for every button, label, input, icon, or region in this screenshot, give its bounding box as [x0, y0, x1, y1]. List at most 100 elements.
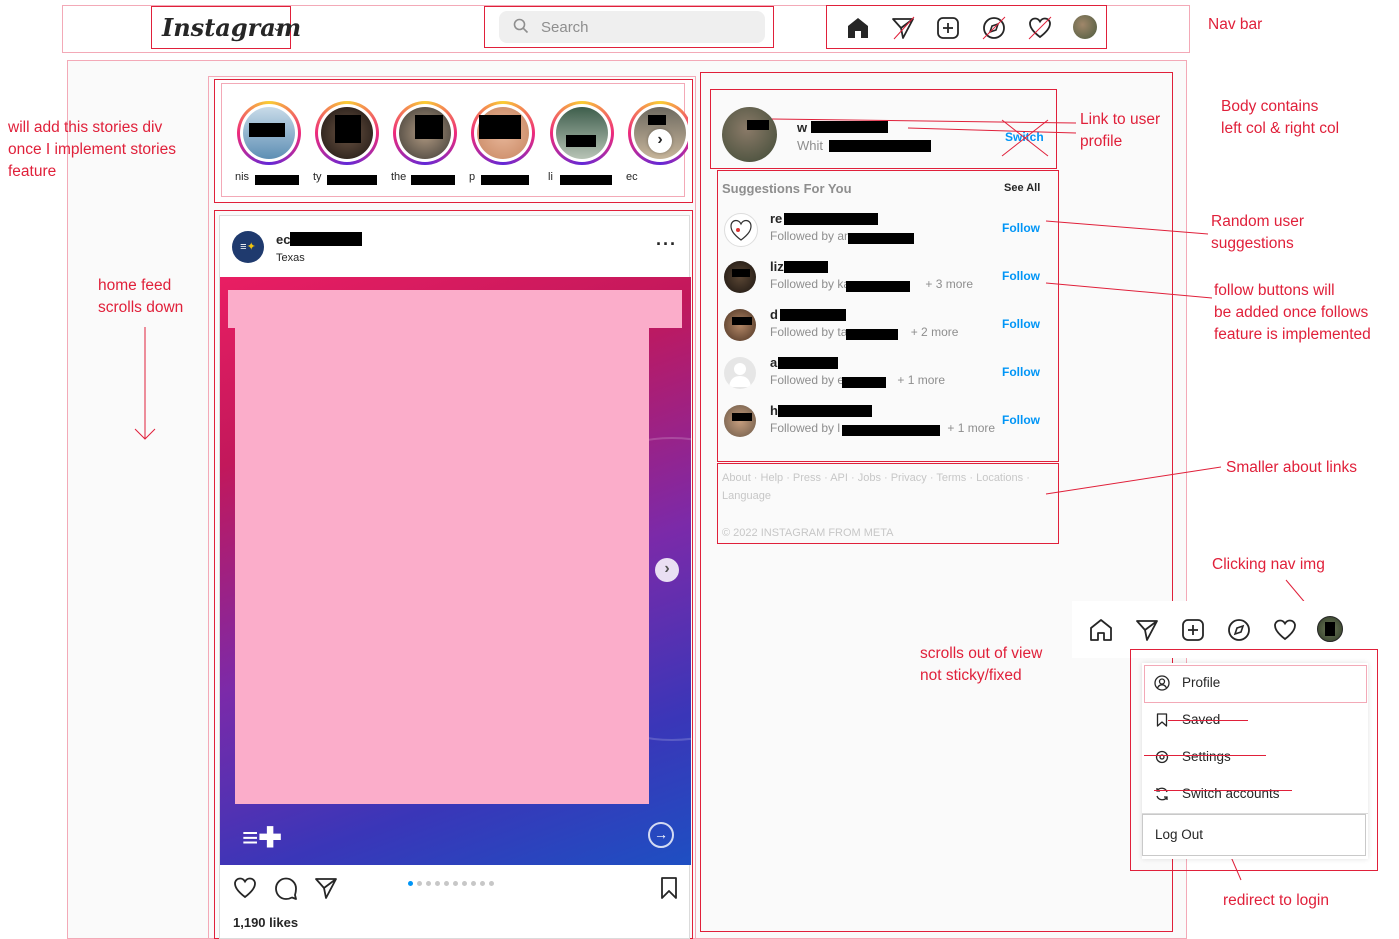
brand-logo-icon: ≡✚: [242, 822, 282, 853]
follow-button[interactable]: Follow: [1002, 221, 1040, 235]
post-username[interactable]: ec: [276, 232, 291, 247]
settings-gear-icon: [1154, 749, 1170, 765]
comment-icon[interactable]: [273, 875, 299, 901]
dropdown-label: Saved: [1182, 712, 1221, 727]
activity-heart-icon[interactable]: [1272, 617, 1298, 643]
save-bookmark-icon[interactable]: [656, 875, 682, 901]
suggestion-avatar[interactable]: [724, 261, 756, 293]
copyright: © 2022 INSTAGRAM FROM META: [722, 527, 894, 539]
dropdown-item-settings[interactable]: Settings: [1144, 741, 1366, 775]
suggestion-username[interactable]: d: [770, 307, 778, 322]
dropdown-item-profile[interactable]: Profile: [1144, 667, 1366, 701]
post-likes[interactable]: 1,190 likes: [233, 915, 299, 930]
annotation-link-profile: Link to user profile: [1080, 111, 1161, 150]
profile-avatar[interactable]: [1073, 15, 1097, 39]
follow-button[interactable]: Follow: [1002, 365, 1040, 379]
see-all-link[interactable]: See All: [1004, 182, 1041, 194]
story-item[interactable]: the: [391, 101, 461, 191]
suggestion-followed-by: Followed by ka + 3 more: [770, 277, 974, 291]
more-options-icon[interactable]: ···: [656, 234, 677, 254]
search-icon: [513, 18, 529, 39]
suggestion-followed-by: Followed by ta + 2 more: [770, 325, 959, 339]
media-redaction: [235, 325, 649, 804]
annotation-body: Body contains left col & right col: [1221, 98, 1340, 137]
suggestion-username[interactable]: h: [770, 403, 778, 418]
suggestion-avatar[interactable]: [724, 213, 758, 247]
explore-compass-icon[interactable]: [1226, 617, 1252, 643]
switch-crossout: [1001, 119, 1049, 157]
user-profile-card[interactable]: w Whit Switch: [710, 89, 1057, 169]
chevron-down-icon[interactable]: ⌄: [272, 20, 283, 34]
story-item[interactable]: li: [548, 101, 618, 191]
footer-links[interactable]: About · Help · Press · API · Jobs · Priv…: [722, 472, 1030, 484]
dropdown-label: Profile: [1182, 675, 1221, 690]
follow-button[interactable]: Follow: [1002, 269, 1040, 283]
story-name: nis: [235, 171, 250, 183]
suggestion-username[interactable]: re: [770, 211, 783, 226]
like-heart-icon[interactable]: [232, 875, 258, 901]
suggestion-row[interactable]: h Followed by l + 1 more Follow: [718, 399, 1058, 447]
carousel-dot[interactable]: [462, 881, 467, 886]
story-name: ty: [313, 171, 322, 183]
logout-item[interactable]: Log Out: [1142, 814, 1366, 856]
profile-avatar-active[interactable]: [1317, 616, 1343, 642]
annotation-feed: home feed scrolls down: [98, 277, 184, 316]
dropdown-label: Switch accounts: [1182, 786, 1280, 801]
search-input[interactable]: Search: [499, 11, 765, 43]
activity-heart-icon[interactable]: [1027, 15, 1053, 41]
stories-next-arrow-icon[interactable]: ›: [648, 129, 672, 153]
story-item[interactable]: p: [469, 101, 539, 191]
suggestion-row[interactable]: liz Followed by ka + 3 more Follow: [718, 255, 1058, 303]
search-box: Search: [484, 6, 774, 48]
story-item[interactable]: nis: [235, 101, 305, 191]
story-name: ec: [626, 171, 638, 183]
suggestion-row[interactable]: a Followed by e + 1 more Follow: [718, 351, 1058, 399]
story-avatar: [556, 107, 608, 159]
default-avatar-icon[interactable]: [724, 357, 756, 389]
user-circle-icon: [1154, 675, 1170, 691]
nav-icons-duplicate: [1072, 601, 1356, 658]
carousel-dot[interactable]: [471, 881, 476, 886]
footer-language-link[interactable]: Language: [722, 490, 771, 502]
right-column: [700, 72, 1173, 932]
post-media[interactable]: ≡✚ →: [220, 277, 691, 865]
home-icon[interactable]: [845, 15, 871, 41]
carousel-dot[interactable]: [417, 881, 422, 886]
post-location[interactable]: Texas: [276, 252, 305, 264]
share-send-icon[interactable]: [313, 875, 339, 901]
follow-button[interactable]: Follow: [1002, 413, 1040, 427]
post-author-avatar[interactable]: ≡✦: [232, 231, 264, 263]
direct-send-icon[interactable]: [890, 15, 916, 41]
suggestion-username[interactable]: liz: [770, 259, 784, 274]
suggestion-row[interactable]: d Followed by ta + 2 more Follow: [718, 303, 1058, 351]
follow-button[interactable]: Follow: [1002, 317, 1040, 331]
suggestion-avatar[interactable]: [724, 405, 756, 437]
new-post-icon[interactable]: [935, 15, 961, 41]
carousel-dot[interactable]: [489, 881, 494, 886]
carousel-dot[interactable]: [426, 881, 431, 886]
carousel-dot[interactable]: [408, 881, 413, 886]
suggestion-username[interactable]: a: [770, 355, 778, 370]
share-arrow-circle-icon[interactable]: →: [648, 822, 674, 848]
story-item[interactable]: ty: [313, 101, 383, 191]
media-next-arrow-icon[interactable]: ›: [655, 558, 679, 582]
direct-send-icon[interactable]: [1134, 617, 1160, 643]
suggestion-row[interactable]: re Followed by an Follow: [718, 207, 1058, 255]
dropdown-item-saved[interactable]: Saved: [1144, 704, 1366, 738]
carousel-dot[interactable]: [435, 881, 440, 886]
new-post-icon[interactable]: [1180, 617, 1206, 643]
suggestion-avatar[interactable]: [724, 309, 756, 341]
logo-box[interactable]: Instagram ⌄: [151, 6, 301, 49]
annotation-stories: will add this stories div once I impleme…: [8, 119, 176, 180]
logout-label: Log Out: [1155, 827, 1204, 842]
search-placeholder: Search: [541, 19, 589, 36]
carousel-dot[interactable]: [444, 881, 449, 886]
user-username[interactable]: w: [797, 120, 808, 135]
user-avatar[interactable]: [722, 107, 777, 162]
carousel-dot[interactable]: [453, 881, 458, 886]
home-outline-icon[interactable]: [1088, 617, 1114, 643]
bookmark-icon: [1154, 712, 1170, 728]
explore-compass-icon[interactable]: [981, 15, 1007, 41]
dropdown-item-switch-accounts[interactable]: Switch accounts: [1144, 778, 1366, 812]
carousel-dot[interactable]: [480, 881, 485, 886]
